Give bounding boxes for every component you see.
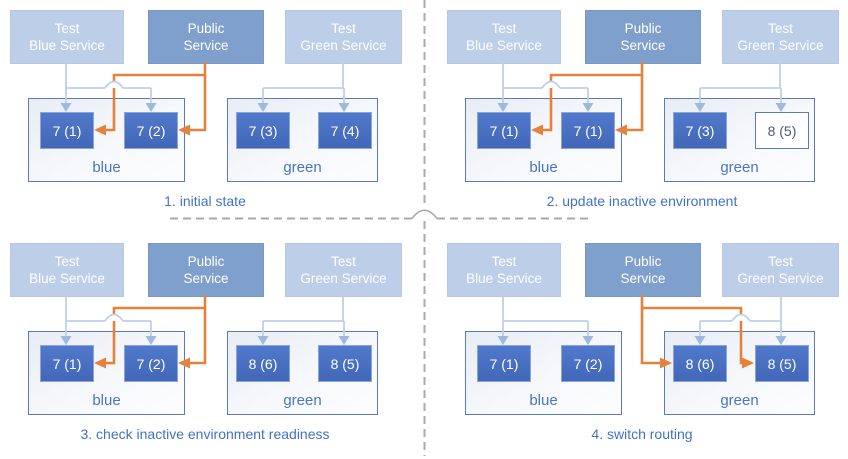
- service-label-line1: Test: [768, 254, 793, 269]
- service-label-line2: Service: [620, 271, 666, 286]
- service-label-line2: Blue Service: [29, 271, 105, 286]
- blue-environment-box: 7 (1) 7 (2) blue: [28, 98, 185, 182]
- quadrant-initial-state: Test Blue Service Public Service Test Gr…: [0, 0, 424, 226]
- service-label-line1: Test: [491, 254, 517, 269]
- blue-instance-2-box: 7 (2): [124, 345, 178, 382]
- service-label-line1: Public: [187, 254, 225, 269]
- quadrant-check-inactive-environment-readiness: Test Blue Service Public Service Test Gr…: [0, 233, 424, 459]
- test-blue-service-box: Test Blue Service: [10, 243, 124, 297]
- blue-environment-label: blue: [92, 159, 121, 176]
- line-hop-arc: [104, 80, 124, 89]
- test-blue-service-box: Test Blue Service: [10, 10, 124, 64]
- public-service-box: Public Service: [148, 243, 264, 297]
- test-blue-service-box: Test Blue Service: [447, 243, 561, 297]
- green-environment-box: 7 (3) 8 (5) green: [664, 98, 815, 182]
- public-service-box: Public Service: [148, 10, 264, 64]
- service-label-line1: Test: [331, 254, 356, 269]
- blue-instance-1-box: 7 (1): [40, 112, 94, 149]
- public-service-box: Public Service: [585, 243, 701, 297]
- quadrant-caption: 3. check inactive environment readiness: [80, 426, 330, 442]
- blue-instance-2-box: 7 (1): [561, 112, 615, 149]
- test-green-service-box: Test Green Service: [722, 243, 839, 297]
- green-instance-1-box: 7 (3): [673, 112, 727, 149]
- quadrant-caption: 4. switch routing: [591, 426, 693, 442]
- blue-instance-1-box: 7 (1): [477, 112, 531, 149]
- blue-instance-1-box: 7 (1): [477, 345, 531, 382]
- service-label-line1: Public: [624, 21, 662, 36]
- quadrant-caption: 2. update inactive environment: [546, 193, 738, 209]
- blue-environment-box: 7 (1) 7 (2) blue: [465, 331, 622, 415]
- service-label-line2: Green Service: [737, 38, 824, 53]
- test-green-service-box: Test Green Service: [285, 243, 402, 297]
- blue-environment-label: blue: [529, 392, 558, 409]
- service-label-line1: Test: [491, 21, 517, 36]
- blue-instance-2-box: 7 (2): [561, 345, 615, 382]
- service-label-line1: Test: [331, 21, 356, 36]
- green-environment-label: green: [283, 159, 322, 176]
- green-instance-2-box-deploying: 8 (5): [755, 112, 809, 149]
- service-label-line2: Service: [183, 271, 229, 286]
- green-environment-box: 8 (6) 8 (5) green: [664, 331, 815, 415]
- green-instance-1-box: 8 (6): [236, 345, 290, 382]
- green-environment-label: green: [720, 159, 759, 176]
- service-label-line1: Test: [54, 21, 80, 36]
- service-label-line1: Test: [54, 254, 80, 269]
- service-label-line1: Public: [624, 254, 662, 269]
- service-label-line2: Green Service: [300, 271, 387, 286]
- green-instance-2-box: 7 (4): [318, 112, 372, 149]
- line-hop-arc: [104, 313, 124, 322]
- service-label-line2: Green Service: [300, 38, 387, 53]
- service-label-line2: Green Service: [737, 271, 824, 286]
- service-label-line2: Service: [620, 38, 666, 53]
- blue-environment-label: blue: [529, 159, 558, 176]
- green-environment-box: 7 (3) 7 (4) green: [227, 98, 378, 182]
- green-instance-1-box: 8 (6): [673, 345, 727, 382]
- test-green-service-box: Test Green Service: [722, 10, 839, 64]
- service-label-line2: Service: [183, 38, 229, 53]
- service-label-line1: Public: [187, 21, 225, 36]
- quadrant-update-inactive-environment: Test Blue Service Public Service Test Gr…: [437, 0, 848, 226]
- blue-environment-box: 7 (1) 7 (1) blue: [465, 98, 622, 182]
- green-instance-2-box: 8 (5): [318, 345, 372, 382]
- quadrant-caption: 1. initial state: [164, 193, 246, 209]
- green-environment-label: green: [720, 392, 759, 409]
- service-label-line2: Blue Service: [29, 38, 105, 53]
- blue-environment-label: blue: [92, 392, 121, 409]
- line-hop-arc: [541, 80, 561, 89]
- service-label-line1: Test: [768, 21, 793, 36]
- test-blue-service-box: Test Blue Service: [447, 10, 561, 64]
- test-green-service-box: Test Green Service: [285, 10, 402, 64]
- green-instance-1-box: 7 (3): [236, 112, 290, 149]
- public-service-box: Public Service: [585, 10, 701, 64]
- line-hop-arc: [731, 313, 751, 322]
- service-label-line2: Blue Service: [466, 38, 542, 53]
- blue-instance-1-box: 7 (1): [40, 345, 94, 382]
- service-label-line2: Blue Service: [466, 271, 542, 286]
- green-environment-label: green: [283, 392, 322, 409]
- blue-instance-2-box: 7 (2): [124, 112, 178, 149]
- blue-environment-box: 7 (1) 7 (2) blue: [28, 331, 185, 415]
- quadrant-switch-routing: Test Blue Service Public Service Test Gr…: [437, 233, 848, 459]
- green-instance-2-box: 8 (5): [755, 345, 809, 382]
- green-environment-box: 8 (6) 8 (5) green: [227, 331, 378, 415]
